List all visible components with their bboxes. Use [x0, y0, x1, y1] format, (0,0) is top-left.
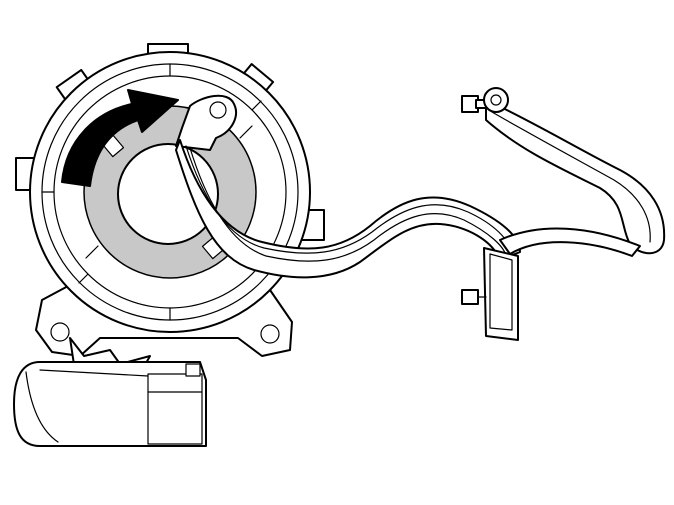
ground-eyelet-icon	[461, 87, 509, 113]
mount-hole-right	[260, 324, 280, 344]
connector-latch-peg	[461, 289, 479, 305]
cable-tab-hole	[209, 101, 227, 119]
mount-hole-left	[50, 322, 70, 342]
mounting-connector-icon	[13, 337, 207, 447]
connector-face	[147, 373, 203, 445]
steering-shaft-bore	[117, 143, 219, 245]
rotation-arrow-icon	[61, 89, 179, 187]
ribbon-upper-branch	[485, 99, 666, 255]
wire-connector-icon	[461, 247, 519, 341]
ribbon-lower-branch	[499, 227, 641, 257]
